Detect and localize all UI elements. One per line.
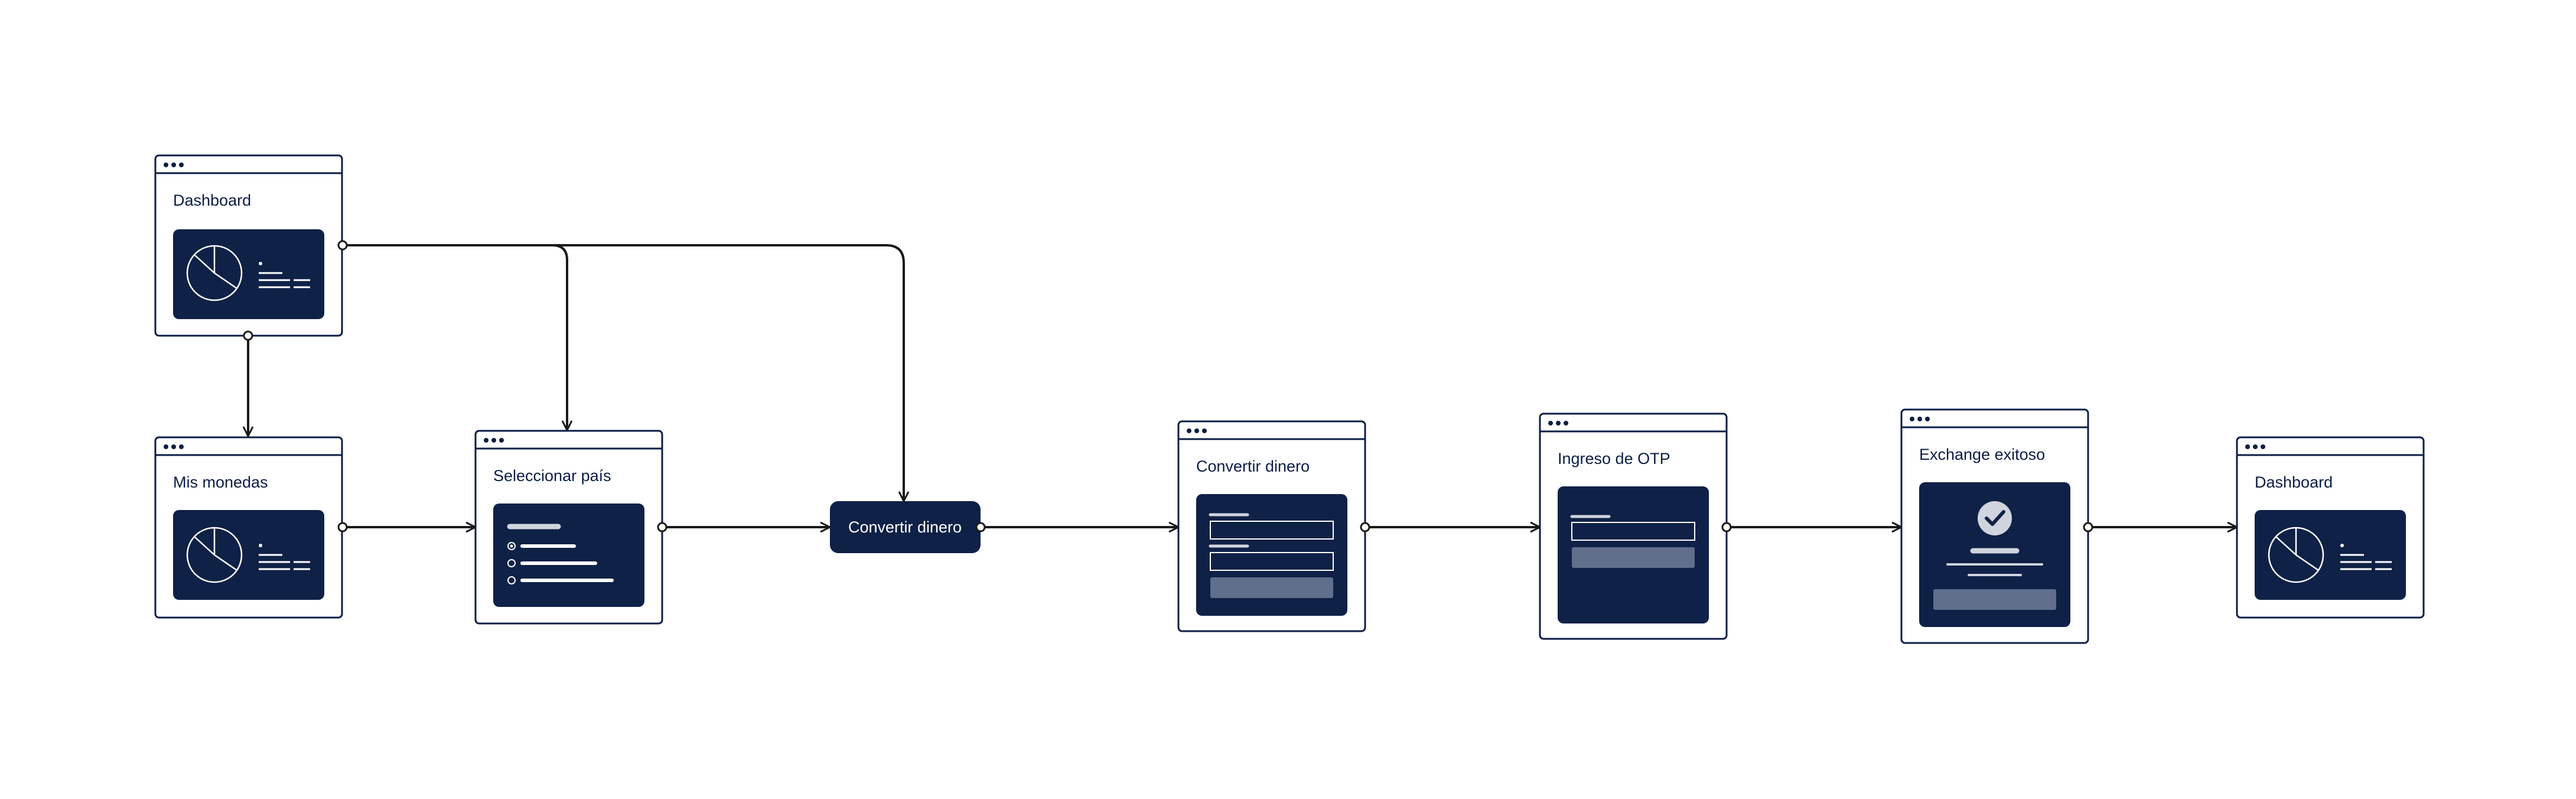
three-dots-icon (164, 163, 184, 167)
port-right (2083, 522, 2093, 532)
check-circle-icon (1978, 501, 2012, 535)
edge-dashboard-to-seleccionar-pais (343, 244, 567, 430)
screen-ingreso-otp[interactable]: Ingreso de OTP (1539, 413, 1732, 640)
port-right (1721, 522, 1732, 532)
port-right (337, 240, 348, 251)
screen-exchange-exitoso[interactable]: Exchange exitoso (1900, 408, 2093, 644)
action-label: Convertir dinero (848, 518, 962, 536)
three-dots-icon (164, 444, 184, 449)
preview-panel (493, 504, 644, 607)
success-text-mock (1946, 548, 2043, 576)
input-mock (1210, 552, 1334, 571)
screen-mis-monedas[interactable]: Mis monedas (154, 436, 348, 619)
screen-dashboard-end[interactable]: Dashboard (2236, 436, 2425, 619)
screen-title: Convertir dinero (1196, 457, 1310, 475)
three-dots-icon (1910, 417, 1930, 421)
pie-chart-icon (186, 527, 243, 583)
three-dots-icon (484, 438, 504, 443)
action-convertir-dinero[interactable]: Convertir dinero (830, 501, 986, 553)
button-mock (1572, 547, 1695, 568)
screen-title: Ingreso de OTP (1558, 450, 1670, 467)
three-dots-icon (2245, 444, 2265, 449)
form-mock (1209, 513, 1334, 598)
legend-lines (259, 262, 310, 288)
input-mock (1571, 522, 1695, 541)
radio-icon (507, 542, 516, 550)
port-right (657, 522, 667, 532)
radio-icon (507, 576, 516, 584)
screen-dashboard-top[interactable]: Dashboard (154, 154, 348, 341)
port-right (337, 522, 348, 532)
port-right (975, 522, 986, 532)
radio-list (507, 542, 614, 584)
preview-panel (173, 229, 324, 319)
preview-panel (173, 510, 324, 600)
three-dots-icon (1548, 421, 1568, 426)
preview-panel (2255, 510, 2406, 600)
pie-chart-icon (2268, 527, 2324, 583)
radio-icon (507, 559, 516, 567)
port-bottom (243, 330, 253, 341)
screen-convertir-dinero[interactable]: Convertir dinero (1177, 420, 1370, 632)
pie-chart-icon (186, 245, 243, 301)
port-right (1360, 522, 1370, 532)
screen-title: Seleccionar país (493, 467, 611, 485)
button-mock (1933, 589, 2056, 610)
connectors (248, 244, 2237, 527)
screen-title: Dashboard (173, 191, 251, 209)
screen-seleccionar-pais[interactable]: Seleccionar país (474, 430, 667, 625)
legend-lines (2340, 544, 2392, 570)
three-dots-icon (1187, 428, 1207, 433)
input-mock (1210, 521, 1334, 540)
screen-title: Exchange exitoso (1919, 446, 2045, 463)
screen-title: Dashboard (2255, 473, 2333, 491)
button-mock (1210, 577, 1333, 598)
legend-lines (259, 544, 310, 570)
screen-title: Mis monedas (173, 473, 268, 491)
otp-form-mock (1570, 515, 1695, 568)
edge-dashboard-to-convertir-action (552, 244, 904, 501)
